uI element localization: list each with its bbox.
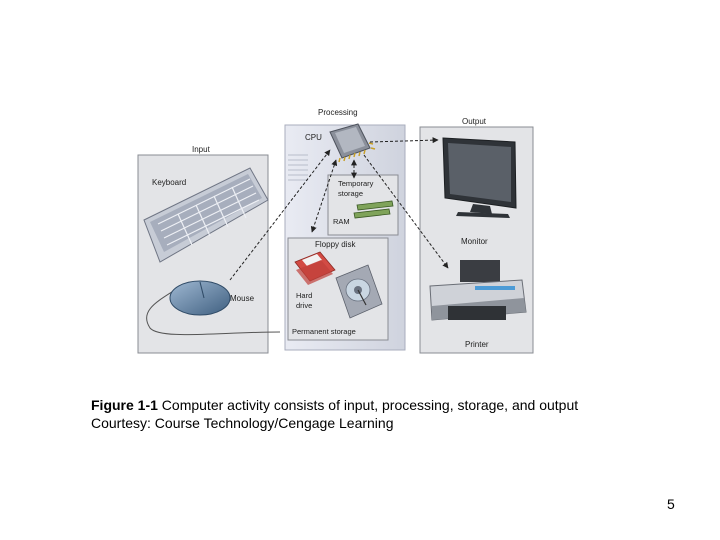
printer-label: Printer (465, 340, 489, 349)
hard-drive-label-line1: Hard (296, 291, 312, 300)
ram-image (353, 200, 394, 219)
permanent-storage-label: Permanent storage (292, 327, 356, 336)
hard-drive-image (335, 264, 383, 319)
page-number: 5 (667, 496, 675, 512)
keyboard-image (143, 167, 269, 263)
figure-caption-text: Computer activity consists of input, pro… (157, 397, 579, 413)
figure-caption: Figure 1-1 Computer activity consists of… (91, 397, 611, 432)
temporary-storage-label-line2: storage (338, 189, 363, 198)
arrow-cpu-to-monitor (369, 137, 439, 144)
output-label: Output (462, 117, 487, 126)
computer-activity-diagram: Input Keyboard Mouse Processing CPU (137, 108, 534, 354)
mouse-image (146, 280, 281, 336)
ram-label: RAM (333, 217, 350, 226)
cpu-chip: CPU (305, 123, 376, 163)
monitor-image (442, 137, 517, 218)
floppy-disk-image (294, 251, 336, 285)
data-flow-arrows (229, 137, 449, 281)
cpu-label: CPU (305, 133, 322, 142)
mouse-label: Mouse (230, 294, 255, 303)
hard-drive-label-line2: drive (296, 301, 312, 310)
figure-number: Figure 1-1 (91, 397, 158, 413)
processing-label: Processing (318, 108, 358, 117)
temporary-storage-box: Temporary storage RAM (327, 174, 399, 236)
figure-courtesy: Courtesy: Course Technology/Cengage Lear… (91, 414, 394, 431)
temporary-storage-label-line1: Temporary (338, 179, 374, 188)
floppy-disk-label: Floppy disk (315, 240, 356, 249)
monitor-label: Monitor (461, 237, 488, 246)
permanent-storage-box: Floppy disk Hard drive Permanent storage (287, 237, 389, 341)
keyboard-label: Keyboard (152, 178, 186, 187)
input-panel: Input Keyboard Mouse (137, 145, 281, 354)
arrow-cpu-to-printer (363, 154, 449, 269)
output-panel: Output Monitor Printer (419, 117, 534, 354)
printer-image (429, 260, 527, 321)
arrow-cpu-storage (310, 159, 338, 233)
input-label: Input (192, 145, 211, 154)
